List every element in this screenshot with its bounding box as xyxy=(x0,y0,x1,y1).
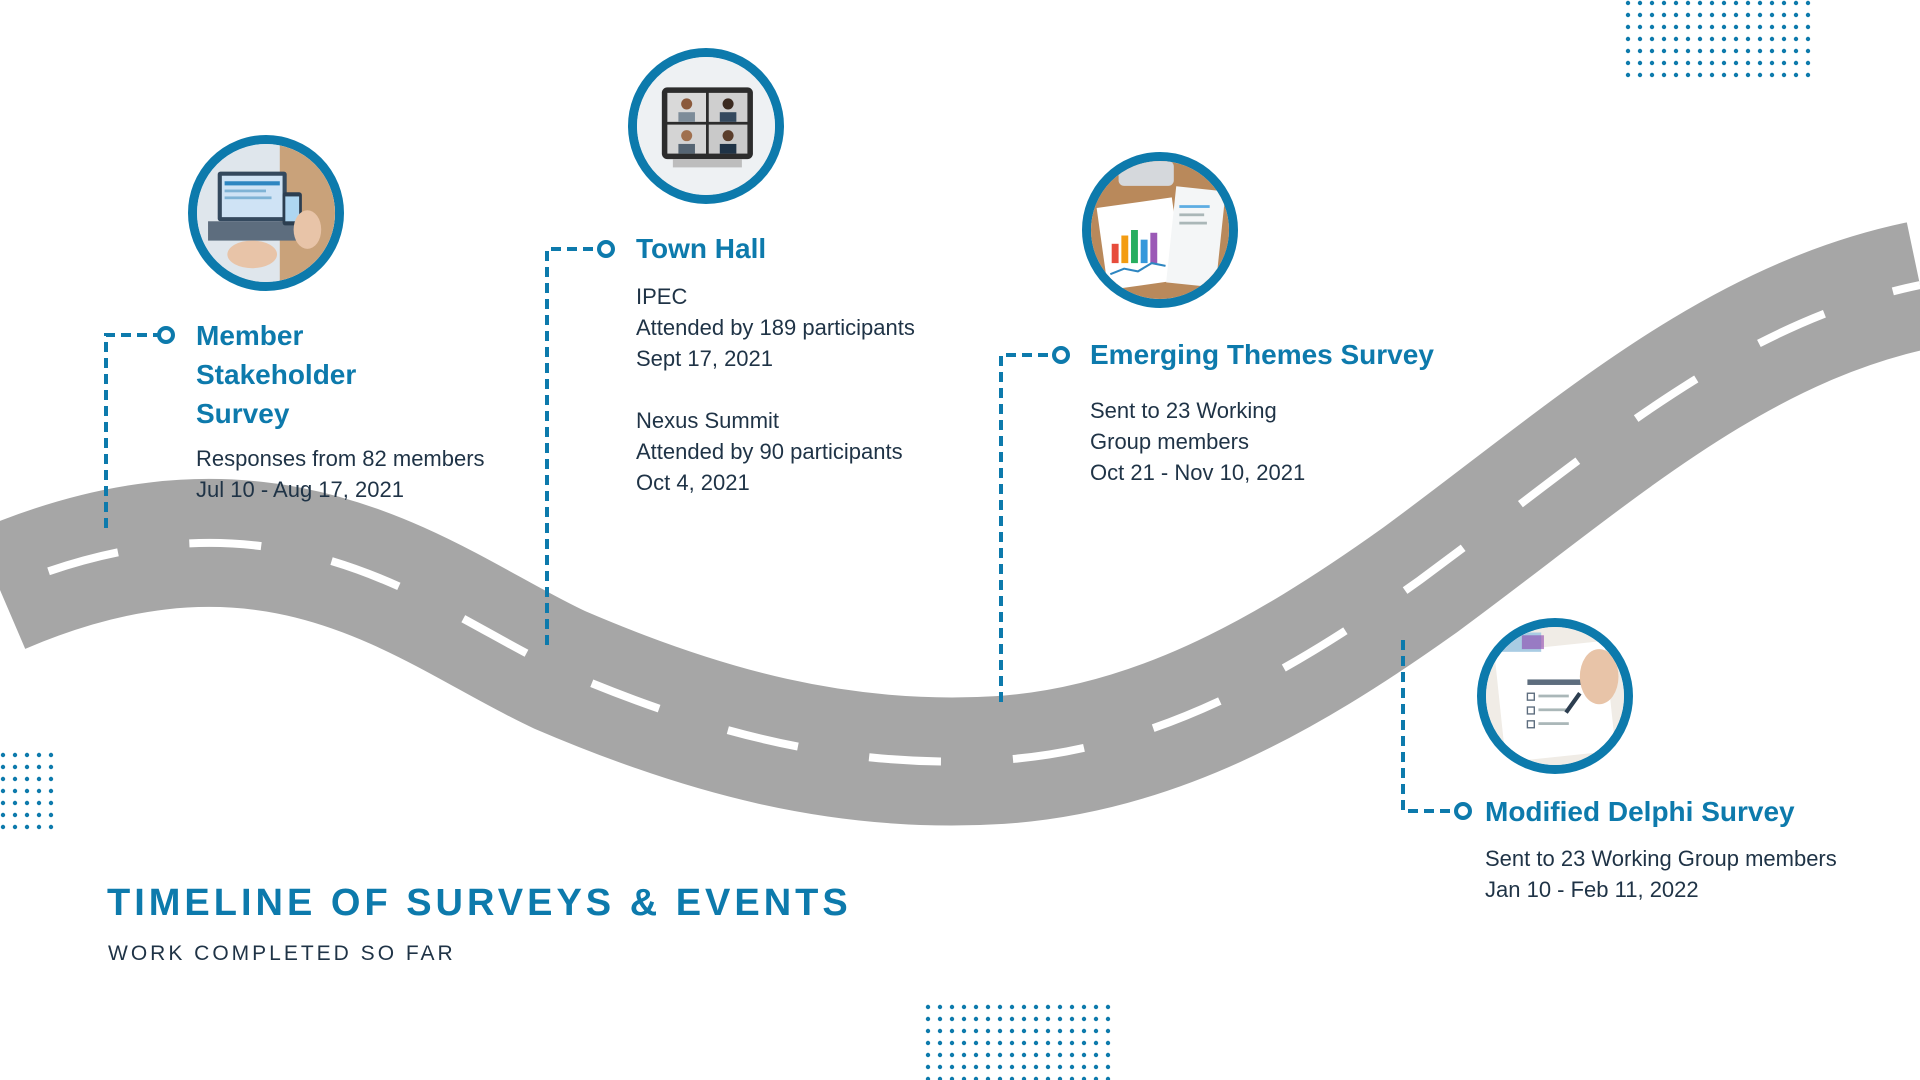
connector-node-delphi-survey xyxy=(1454,802,1472,820)
connector-line-emerging-themes xyxy=(999,353,1053,702)
connector-node-member-survey xyxy=(157,326,175,344)
charts-report-photo-icon xyxy=(1091,161,1229,299)
decorative-dot-grid-left xyxy=(0,752,60,830)
connector-line-member-survey xyxy=(104,333,158,528)
emerging-themes-title: Emerging Themes Survey xyxy=(1090,339,1434,370)
road-lane-markings xyxy=(0,281,1920,766)
laptop-survey-photo-icon xyxy=(197,144,335,282)
delphi-survey-details: Sent to 23 Working Group members Jan 10 … xyxy=(1485,843,1837,905)
delphi-survey-dates: Jan 10 - Feb 11, 2022 xyxy=(1485,877,1699,902)
emerging-themes-photo xyxy=(1082,152,1238,308)
session-attendance: Attended by 189 participants xyxy=(636,315,915,340)
delphi-survey-recipients: Sent to 23 Working Group members xyxy=(1485,846,1837,871)
member-survey-dates: Jul 10 - Aug 17, 2021 xyxy=(196,477,404,502)
member-survey-title-line: Survey xyxy=(196,398,290,429)
video-conference-photo-icon xyxy=(637,57,775,195)
connector-node-town-hall xyxy=(597,240,615,258)
delphi-survey-photo xyxy=(1477,618,1633,774)
session-spacer xyxy=(636,374,915,405)
emerging-themes-recipients-cont: Group members xyxy=(1090,429,1249,454)
member-survey-details: Responses from 82 members Jul 10 - Aug 1… xyxy=(196,443,485,505)
decorative-dot-grid-top-right xyxy=(1625,0,1815,78)
session-date: Oct 4, 2021 xyxy=(636,470,750,495)
emerging-themes-details: Sent to 23 Working Group members Oct 21 … xyxy=(1090,395,1305,488)
member-survey-title-line: Stakeholder xyxy=(196,359,357,390)
town-hall-title: Town Hall xyxy=(636,233,767,264)
session-attendance: Attended by 90 participants xyxy=(636,439,903,464)
page-title: TIMELINE OF SURVEYS & EVENTS xyxy=(107,882,852,924)
decorative-dot-grid-bottom xyxy=(925,1004,1115,1080)
town-hall-details: IPEC Attended by 189 participants Sept 1… xyxy=(636,281,915,498)
connector-line-town-hall xyxy=(545,247,598,645)
member-survey-responses: Responses from 82 members xyxy=(196,446,485,471)
evaluation-form-photo-icon xyxy=(1486,627,1624,765)
connector-node-emerging-themes xyxy=(1052,346,1070,364)
session-date: Sept 17, 2021 xyxy=(636,346,774,371)
session-name: Nexus Summit xyxy=(636,408,780,433)
delphi-survey-title: Modified Delphi Survey xyxy=(1485,796,1795,827)
member-survey-title-line: Member xyxy=(196,320,304,351)
connector-line-delphi-survey xyxy=(1401,640,1455,813)
member-survey-title: Member Stakeholder Survey xyxy=(196,316,356,433)
emerging-themes-dates: Oct 21 - Nov 10, 2021 xyxy=(1090,460,1306,485)
page-subtitle: WORK COMPLETED SO FAR xyxy=(108,942,456,965)
town-hall-photo xyxy=(628,48,784,204)
member-survey-photo xyxy=(188,135,344,291)
emerging-themes-recipients: Sent to 23 Working xyxy=(1090,398,1277,423)
session-name: IPEC xyxy=(636,284,688,309)
